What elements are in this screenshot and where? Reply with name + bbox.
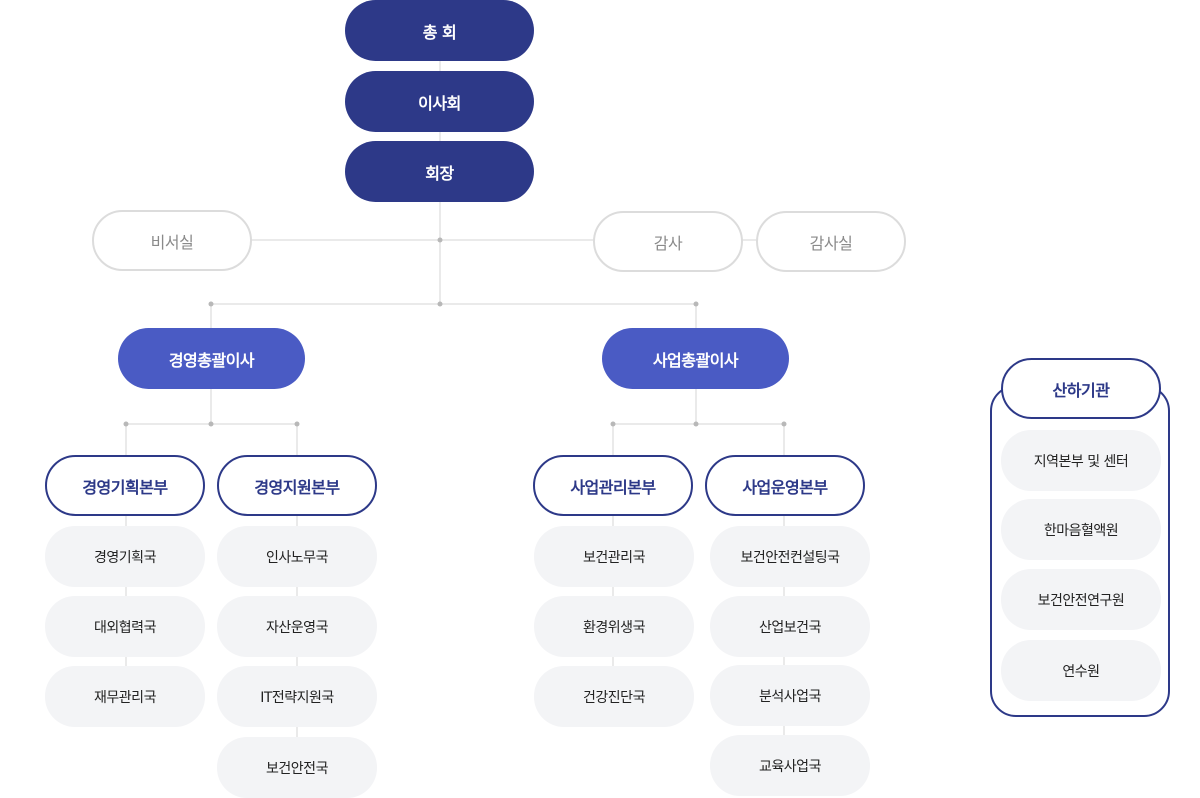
affiliate-item[interactable]: 한마음혈액원 — [1001, 499, 1161, 560]
chairman-box[interactable]: 회장 — [345, 141, 534, 202]
general-meeting-box[interactable]: 총 회 — [345, 0, 534, 61]
division-box[interactable]: 경영지원본부 — [217, 455, 377, 516]
auditor-box[interactable]: 감사 — [593, 211, 743, 272]
board-of-directors-box[interactable]: 이사회 — [345, 71, 534, 132]
department-box[interactable]: 보건관리국 — [534, 526, 694, 587]
department-box[interactable]: 자산운영국 — [217, 596, 377, 657]
department-box[interactable]: 교육사업국 — [710, 735, 870, 796]
affiliates-title[interactable]: 산하기관 — [1001, 358, 1161, 419]
affiliate-item[interactable]: 지역본부 및 센터 — [1001, 430, 1161, 491]
division-box[interactable]: 사업운영본부 — [705, 455, 865, 516]
affiliate-item[interactable]: 연수원 — [1001, 640, 1161, 701]
department-box[interactable]: 환경위생국 — [534, 596, 694, 657]
department-box[interactable]: 보건안전국 — [217, 737, 377, 798]
department-box[interactable]: 건강진단국 — [534, 666, 694, 727]
division-box[interactable]: 경영기획본부 — [45, 455, 205, 516]
department-box[interactable]: 경영기획국 — [45, 526, 205, 587]
division-box[interactable]: 사업관리본부 — [533, 455, 693, 516]
business-executive-box[interactable]: 사업총괄이사 — [602, 328, 789, 389]
department-box[interactable]: 보건안전컨설팅국 — [710, 526, 870, 587]
department-box[interactable]: 산업보건국 — [710, 596, 870, 657]
department-box[interactable]: IT전략지원국 — [217, 666, 377, 727]
management-executive-box[interactable]: 경영총괄이사 — [118, 328, 305, 389]
department-box[interactable]: 분석사업국 — [710, 665, 870, 726]
department-box[interactable]: 인사노무국 — [217, 526, 377, 587]
secretary-office-box[interactable]: 비서실 — [92, 210, 252, 271]
audit-office-box[interactable]: 감사실 — [756, 211, 906, 272]
affiliate-item[interactable]: 보건안전연구원 — [1001, 569, 1161, 630]
department-box[interactable]: 재무관리국 — [45, 666, 205, 727]
department-box[interactable]: 대외협력국 — [45, 596, 205, 657]
